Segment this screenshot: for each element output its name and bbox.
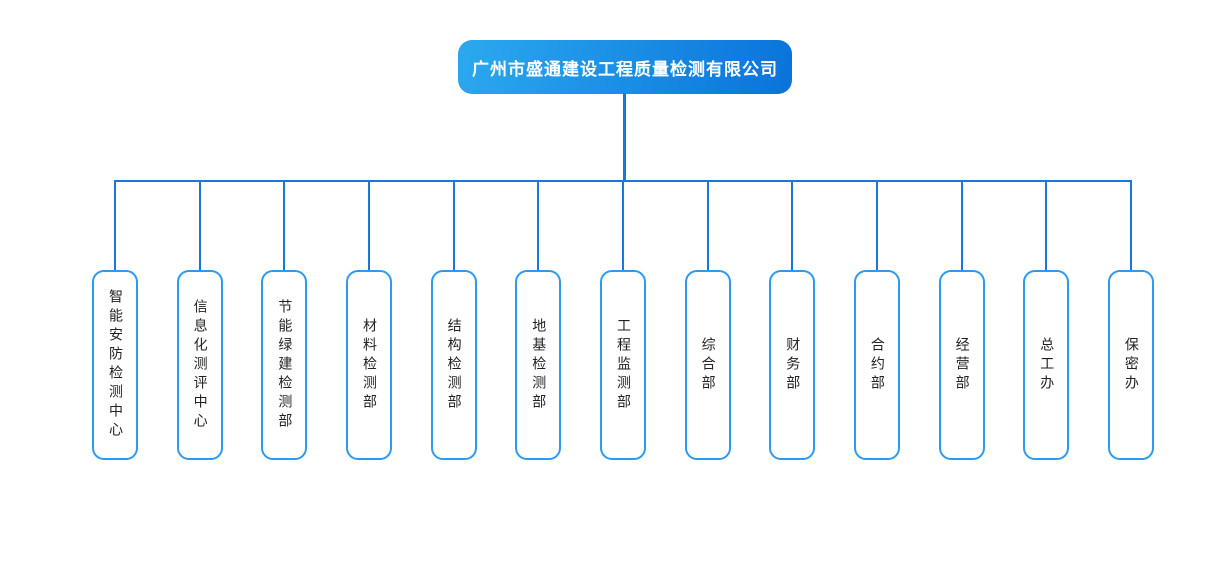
connector-stub bbox=[537, 180, 540, 270]
dept-node-general-affairs: 综合部 bbox=[684, 180, 731, 460]
dept-node-engineering-monitoring: 工程监测部 bbox=[599, 180, 646, 460]
root-company-label: 广州市盛通建设工程质量检测有限公司 bbox=[472, 59, 778, 80]
connector-stub bbox=[960, 180, 963, 270]
dept-box: 材料检测部 bbox=[345, 270, 392, 460]
dept-box: 智能安防检测中心 bbox=[92, 270, 138, 460]
dept-box: 综合部 bbox=[684, 270, 731, 460]
connector-stub bbox=[452, 180, 455, 270]
dept-box: 信息化测评中心 bbox=[176, 270, 223, 460]
dept-label: 合约部 bbox=[868, 336, 885, 394]
dept-box: 节能绿建检测部 bbox=[261, 270, 308, 460]
dept-node-confidentiality-office: 保密办 bbox=[1107, 180, 1154, 460]
departments-row: 智能安防检测中心 信息化测评中心 节能绿建检测部 材料检测部 结构检测部 bbox=[92, 180, 1154, 460]
connector-stub bbox=[875, 180, 878, 270]
dept-box: 总工办 bbox=[1023, 270, 1070, 460]
dept-box: 财务部 bbox=[769, 270, 816, 460]
dept-node-structure-testing: 结构检测部 bbox=[430, 180, 477, 460]
dept-box: 经营部 bbox=[938, 270, 985, 460]
dept-label: 工程监测部 bbox=[614, 317, 631, 413]
connector-stub bbox=[1045, 180, 1048, 270]
connector-stub bbox=[791, 180, 794, 270]
dept-box: 地基检测部 bbox=[515, 270, 562, 460]
dept-label: 综合部 bbox=[699, 336, 716, 394]
dept-node-informatization-evaluation-center: 信息化测评中心 bbox=[176, 180, 223, 460]
dept-node-green-building-testing: 节能绿建检测部 bbox=[261, 180, 308, 460]
dept-node-chief-engineer-office: 总工办 bbox=[1023, 180, 1070, 460]
connector-stub bbox=[198, 180, 201, 270]
connector-stub bbox=[367, 180, 370, 270]
dept-label: 材料检测部 bbox=[360, 317, 377, 413]
dept-label: 结构检测部 bbox=[445, 317, 462, 413]
dept-node-finance: 财务部 bbox=[769, 180, 816, 460]
dept-label: 保密办 bbox=[1122, 336, 1139, 394]
dept-node-intelligent-security-center: 智能安防检测中心 bbox=[92, 180, 138, 460]
connector-stub bbox=[283, 180, 286, 270]
dept-node-foundation-testing: 地基检测部 bbox=[515, 180, 562, 460]
dept-label: 节能绿建检测部 bbox=[276, 298, 293, 432]
dept-label: 财务部 bbox=[784, 336, 801, 394]
connector-stub bbox=[706, 180, 709, 270]
dept-label: 总工办 bbox=[1038, 336, 1055, 394]
dept-box: 结构检测部 bbox=[430, 270, 477, 460]
dept-node-operations: 经营部 bbox=[938, 180, 985, 460]
dept-node-contracts: 合约部 bbox=[853, 180, 900, 460]
dept-box: 工程监测部 bbox=[599, 270, 646, 460]
dept-label: 智能安防检测中心 bbox=[107, 289, 123, 441]
connector-stub bbox=[114, 180, 116, 270]
dept-label: 信息化测评中心 bbox=[191, 298, 208, 432]
connector-stub bbox=[621, 180, 624, 270]
dept-box: 保密办 bbox=[1107, 270, 1154, 460]
dept-node-material-testing: 材料检测部 bbox=[345, 180, 392, 460]
root-company-node: 广州市盛通建设工程质量检测有限公司 bbox=[458, 40, 792, 94]
connector-stub bbox=[1129, 180, 1132, 270]
dept-box: 合约部 bbox=[853, 270, 900, 460]
dept-label: 地基检测部 bbox=[530, 317, 547, 413]
connector-trunk-line bbox=[623, 93, 626, 181]
dept-label: 经营部 bbox=[953, 336, 970, 394]
